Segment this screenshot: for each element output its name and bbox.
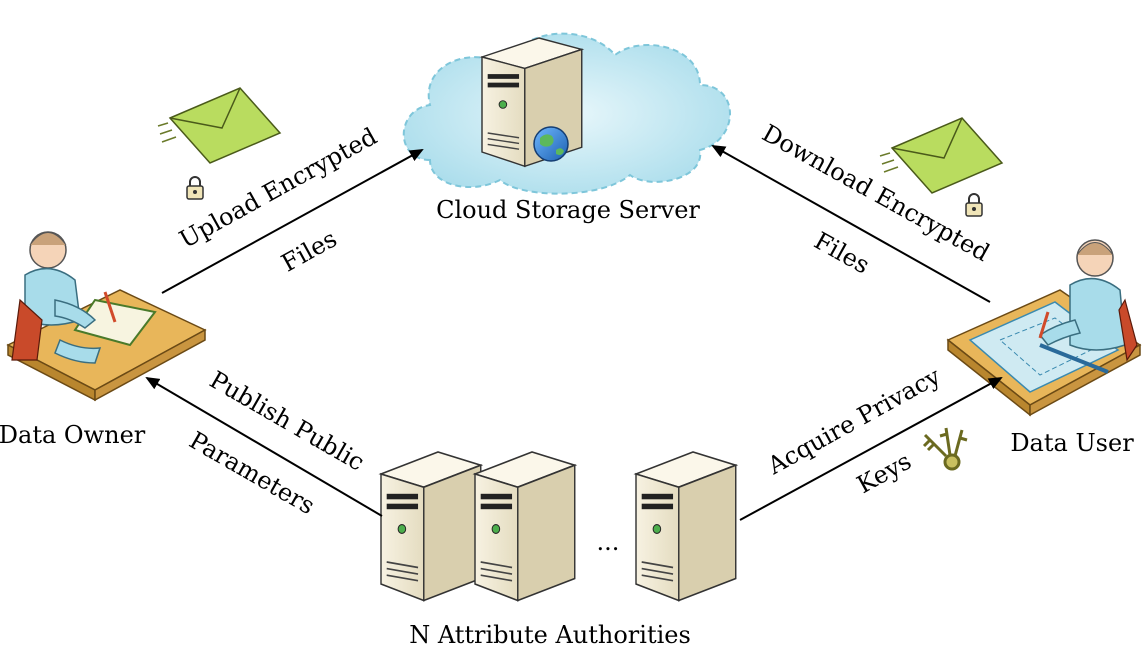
authority-server-1-icon (380, 451, 482, 602)
authority-server-n-icon (635, 451, 737, 602)
globe-icon (533, 126, 569, 162)
download-label-line2: Files (809, 227, 874, 280)
upload-arrow (161, 149, 424, 294)
authority-server-2-icon (474, 451, 576, 602)
envelope-icon-left (157, 87, 281, 164)
cloud-storage-label: Cloud Storage Server (436, 196, 700, 224)
authorities-label: N Attribute Authorities (409, 621, 691, 646)
data-owner-icon (6, 231, 207, 402)
acquire-label-line1: Acquire Privacy (762, 362, 945, 481)
data-owner-label: Data Owner (0, 421, 146, 449)
lock-icon-right (965, 193, 983, 217)
lock-icon-left (186, 176, 204, 200)
acquire-arrow (739, 377, 1003, 521)
authorities-ellipsis: ... (597, 528, 620, 556)
upload-label-line2: Files (277, 225, 342, 278)
publish-arrow (145, 376, 383, 517)
data-user-icon (946, 239, 1142, 417)
key-icon (922, 427, 968, 471)
download-arrow (711, 145, 991, 303)
envelope-icon-right (879, 117, 1003, 194)
data-user-label: Data User (1010, 429, 1134, 457)
